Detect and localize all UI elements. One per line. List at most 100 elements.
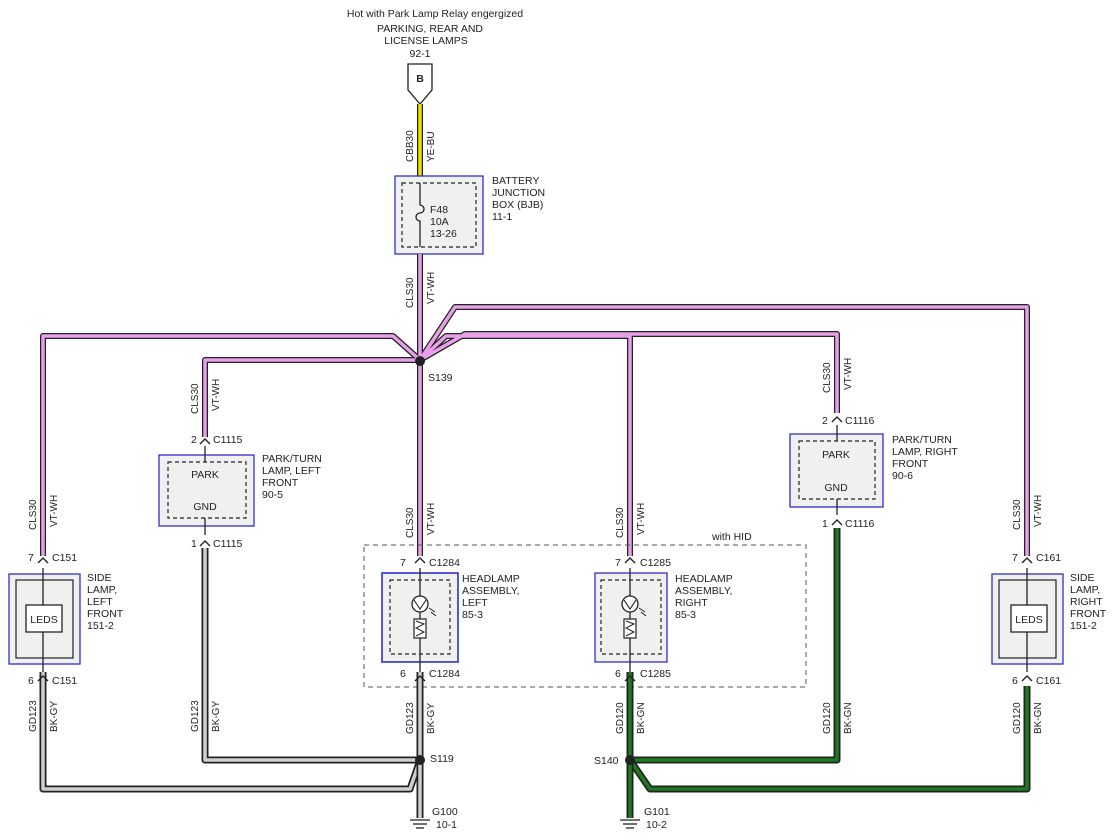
component-ref: 85-3	[675, 609, 696, 621]
component-ref: 90-5	[262, 489, 283, 501]
connector-id: C161	[1036, 552, 1061, 564]
wire-label-color: VT-WH	[426, 272, 437, 304]
pin-number: 1	[191, 538, 197, 550]
violet-wire-network[interactable]	[40, 254, 1030, 556]
pin-number: 7	[1012, 552, 1018, 564]
fuse-rating: 10A	[430, 216, 449, 228]
wire-label-color: VT-WH	[211, 379, 222, 411]
wire-label-color: BK-GN	[1033, 702, 1044, 734]
wire-label-circuit: CLS30	[822, 362, 833, 393]
leds-label: LEDS	[30, 614, 57, 626]
component-name-3: FRONT	[892, 458, 929, 470]
gnd-label: GND	[193, 501, 217, 513]
pin-number: 2	[191, 434, 197, 446]
bjb-ref: 11-1	[492, 211, 512, 223]
park-turn-lamp-left[interactable]: PARK GND	[158, 446, 255, 535]
component-ref: 90-6	[892, 470, 913, 482]
side-lamp-right[interactable]: LEDS	[991, 568, 1064, 672]
fuse-icon	[415, 183, 425, 247]
ground-symbol-icon	[620, 819, 640, 829]
component-name-4: FRONT	[1070, 608, 1107, 620]
splice-s119-label: S119	[430, 753, 454, 765]
resistor-icon	[623, 618, 637, 639]
wire-label-circuit: CLS30	[28, 499, 39, 530]
feed-wire-circuit: CBB30	[405, 130, 416, 162]
ground-g100-label: G100	[432, 806, 458, 818]
hid-option-box	[363, 544, 807, 688]
gnd-label: GND	[824, 482, 848, 494]
component-name-1: HEADLAMP	[675, 573, 733, 585]
feed-wire-color: YE-BU	[426, 131, 437, 162]
headlamp-assembly-left[interactable]	[381, 568, 459, 672]
bjb-name-3: BOX (BJB)	[492, 199, 543, 211]
connector-id: C1285	[640, 668, 671, 680]
power-source-connector[interactable]: B	[407, 63, 433, 105]
connector-id: C151	[52, 675, 77, 687]
connector-chevron-icon	[199, 438, 211, 445]
side-lamp-left[interactable]: LEDS	[8, 568, 81, 672]
component-name-2: ASSEMBLY,	[462, 585, 519, 597]
connector-id: C1115	[213, 538, 243, 550]
component-name-3: RIGHT	[675, 597, 708, 609]
connector-chevron-icon	[1021, 675, 1033, 682]
ground-wire-gy[interactable]	[39, 548, 424, 818]
connector-id: C1115	[213, 434, 243, 446]
leds-icon	[1010, 604, 1048, 633]
wire-label-circuit: CLS30	[615, 507, 626, 538]
connector-chevron-icon	[414, 557, 426, 564]
component-name-1: SIDE	[1070, 572, 1095, 584]
wire-label-color: BK-GY	[211, 701, 222, 732]
component-name-2: LAMP, LEFT	[262, 465, 321, 477]
fuse-id: F48	[430, 204, 448, 216]
pin-number: 7	[28, 552, 34, 564]
connector-id: C1284	[429, 557, 460, 569]
component-ref: 151-2	[1070, 620, 1097, 632]
wire-label-circuit: GD120	[615, 702, 626, 734]
headlamp-assembly-right[interactable]	[594, 568, 668, 672]
connector-id: C1116	[845, 518, 875, 530]
circuit-title-line2: LICENSE LAMPS	[384, 35, 467, 47]
splice-s119[interactable]	[415, 755, 425, 765]
park-label: PARK	[191, 469, 219, 481]
connector-chevron-icon	[37, 675, 49, 682]
battery-junction-box[interactable]	[394, 175, 484, 255]
circuit-ref: 92-1	[409, 48, 430, 60]
connector-id: C161	[1036, 675, 1061, 687]
wire-label-circuit: GD123	[405, 702, 416, 734]
ground-g100-ref: 10-1	[436, 819, 457, 831]
ground-symbol-icon	[410, 819, 430, 829]
component-name-4: FRONT	[87, 608, 124, 620]
splice-s140[interactable]	[625, 755, 635, 765]
connector-chevron-icon	[37, 557, 49, 564]
wire-label-circuit: GD120	[1012, 702, 1023, 734]
connector-chevron-icon	[1021, 557, 1033, 564]
pin-number: 6	[1012, 675, 1018, 687]
component-name-3: LEFT	[87, 596, 113, 608]
wire-label-color: BK-GY	[49, 701, 60, 732]
wire-label-color: VT-WH	[636, 503, 647, 535]
pin-number: 6	[615, 668, 621, 680]
wire-label-circuit: CLS30	[1012, 499, 1023, 530]
hid-label: with HID	[711, 531, 752, 543]
ground-wire-gn[interactable]	[626, 528, 1031, 818]
component-name-1: HEADLAMP	[462, 573, 520, 585]
wire-label-circuit: GD123	[28, 700, 39, 732]
ground-g101-ref: 10-2	[646, 819, 667, 831]
fuse-ref: 13-26	[430, 228, 457, 240]
component-name-2: LAMP,	[1070, 584, 1100, 596]
component-name-3: FRONT	[262, 477, 299, 489]
connector-chevron-icon	[414, 675, 426, 682]
connector-id: C1285	[640, 557, 671, 569]
wire-label-color: VT-WH	[843, 358, 854, 390]
pin-number: 7	[615, 557, 621, 569]
source-pin-label: B	[416, 73, 424, 85]
connector-chevron-icon	[624, 557, 636, 564]
wire-label-color: BK-GN	[843, 702, 854, 734]
splice-s139[interactable]	[415, 356, 425, 366]
component-name-1: SIDE	[87, 572, 112, 584]
wire-label-circuit: GD120	[822, 702, 833, 734]
power-condition-text: Hot with Park Lamp Relay engergized	[347, 8, 523, 20]
park-turn-lamp-right[interactable]: PARK GND	[789, 425, 884, 515]
connector-id: C1284	[429, 668, 460, 680]
wire-label-color: VT-WH	[426, 503, 437, 535]
